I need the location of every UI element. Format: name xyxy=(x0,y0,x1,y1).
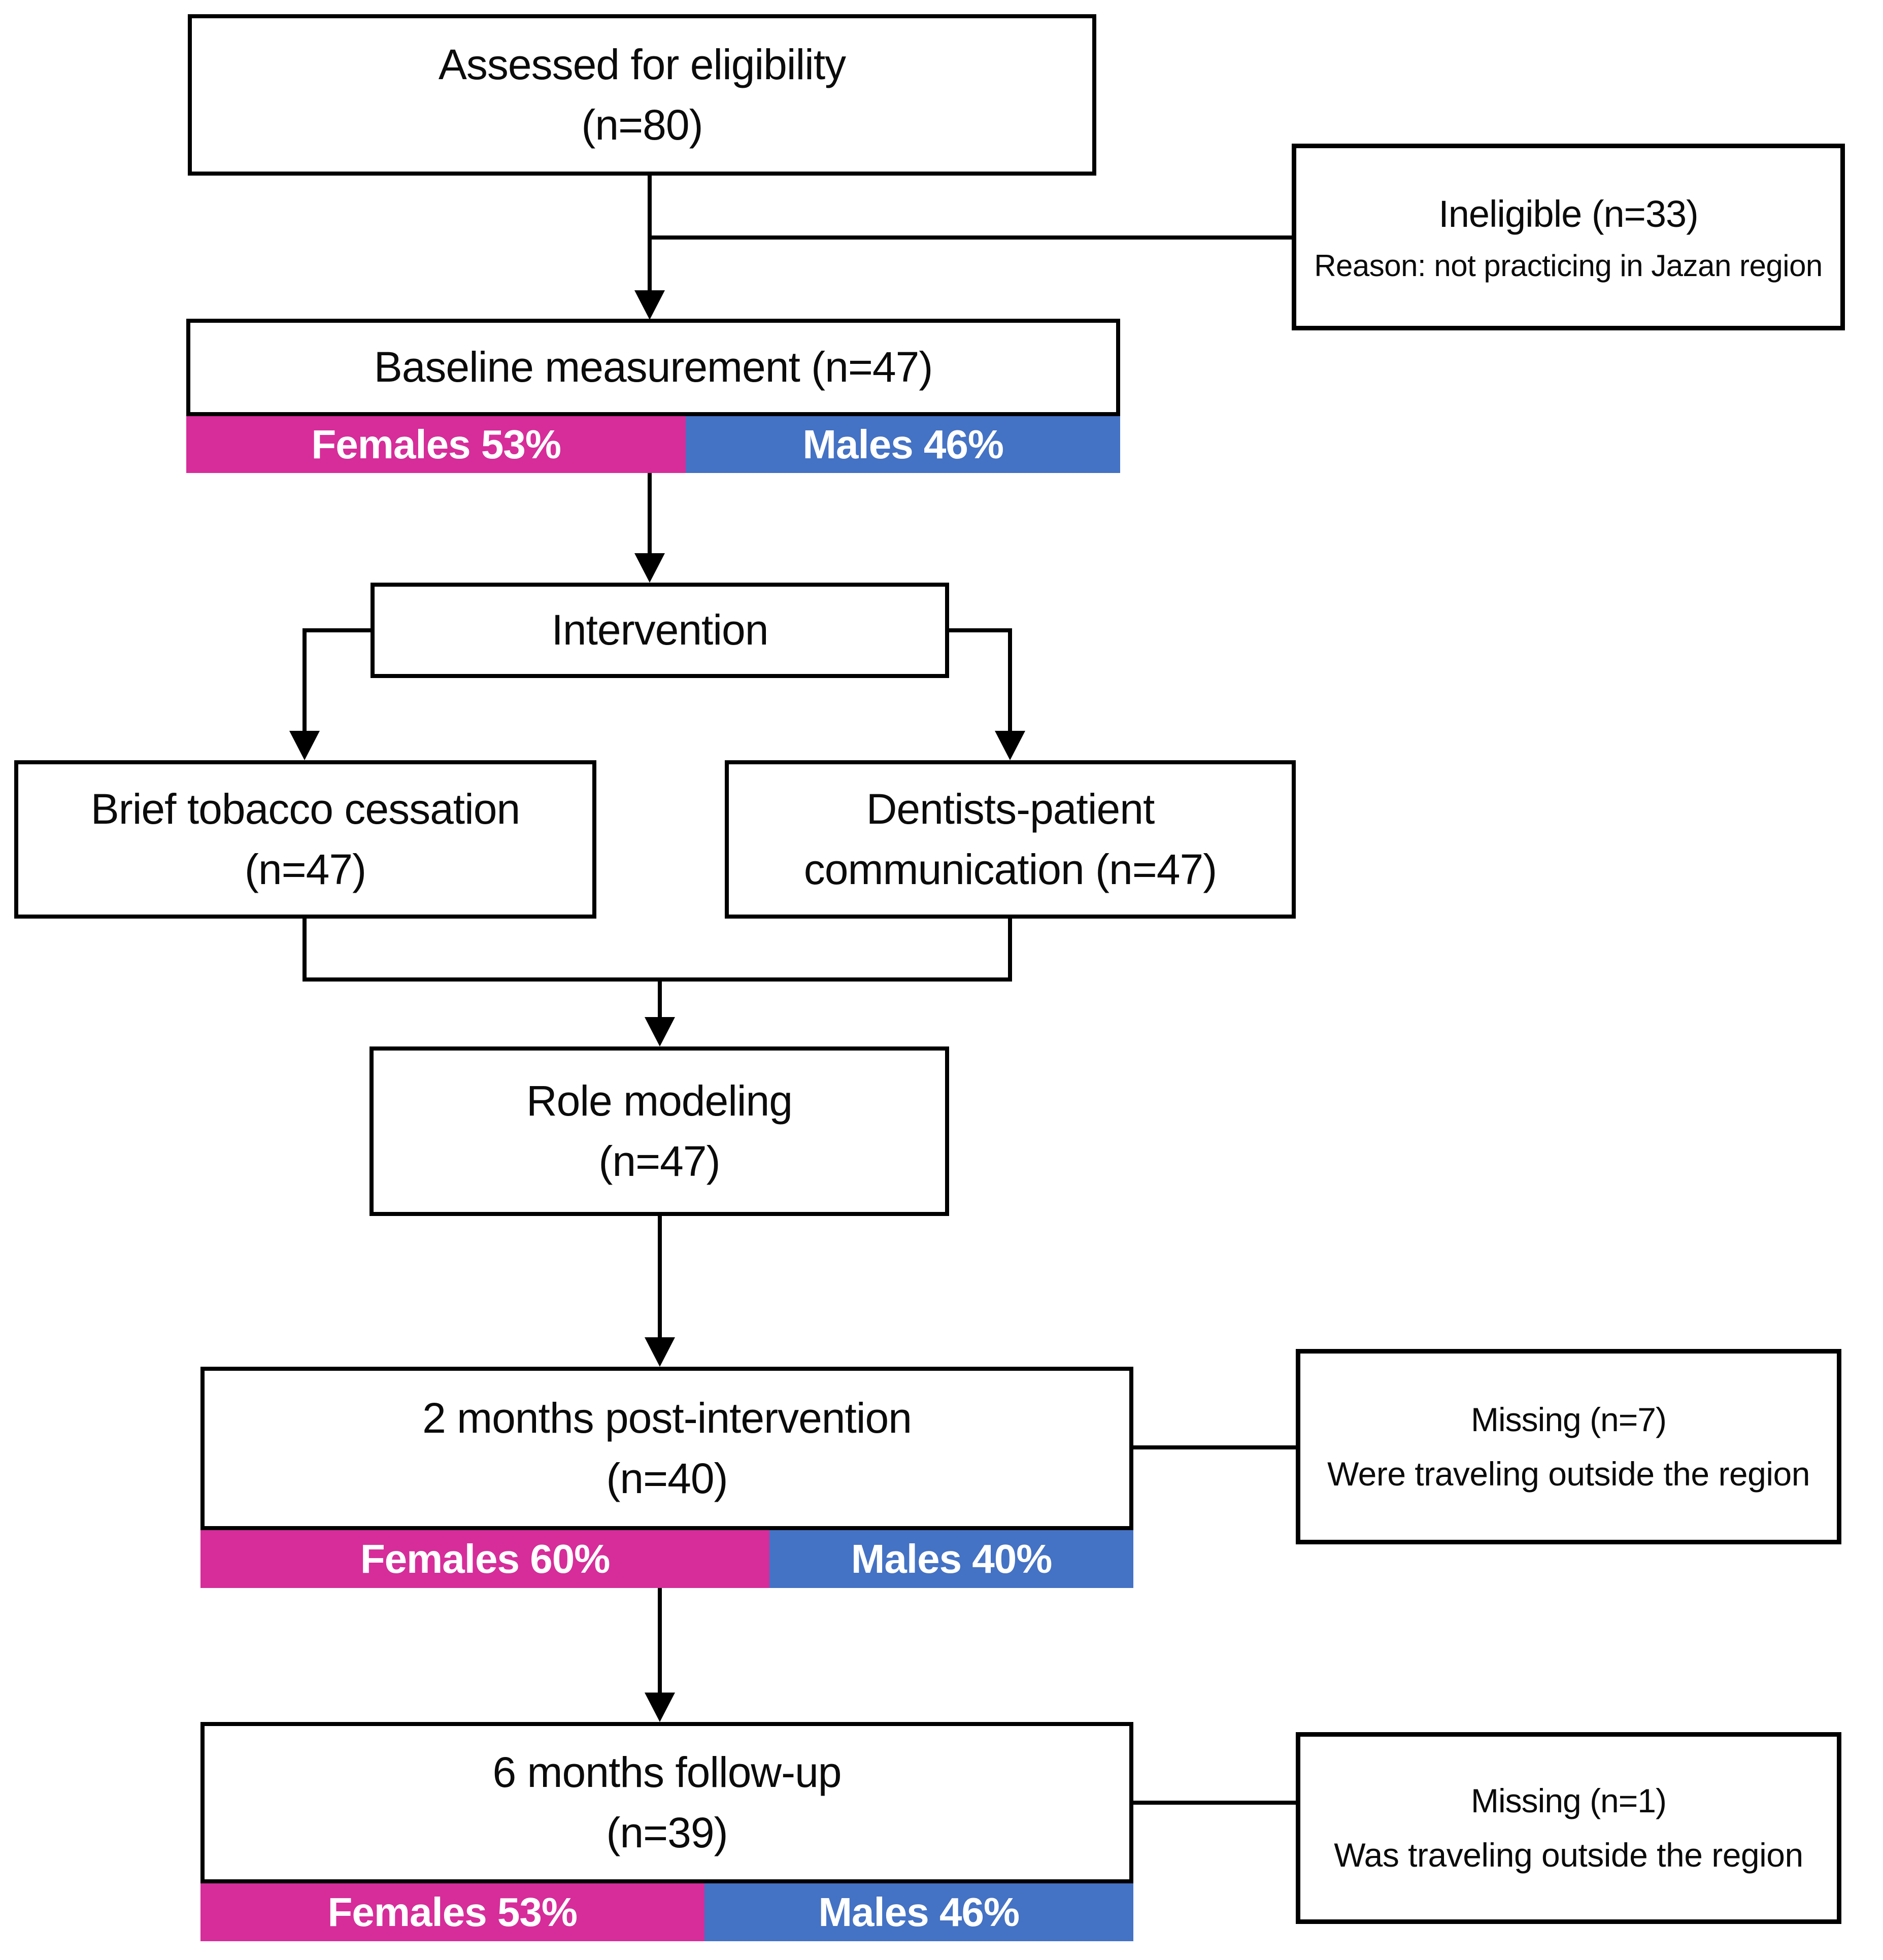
connector-brief-down xyxy=(302,917,307,982)
missing-n1-box: Missing (n=1) Was traveling outside the … xyxy=(1296,1732,1841,1924)
connector-role-to-2months xyxy=(658,1216,662,1338)
arrowhead-baseline xyxy=(634,290,665,320)
six-months-males-label: Males 46% xyxy=(818,1889,1020,1935)
intervention-box: Intervention xyxy=(371,583,949,678)
missing1-title: Missing (n=1) xyxy=(1471,1782,1667,1820)
six-months-males-bar: Males 46% xyxy=(704,1883,1133,1941)
two-months-females-bar: Females 60% xyxy=(200,1530,770,1588)
two-months-males-label: Males 40% xyxy=(851,1536,1053,1581)
baseline-males-bar: Males 46% xyxy=(686,416,1120,473)
arrowhead-intervention xyxy=(634,553,665,583)
two-months-n: (n=40) xyxy=(606,1455,728,1502)
role-n: (n=47) xyxy=(598,1137,720,1185)
missing7-reason: Were traveling outside the region xyxy=(1327,1455,1810,1493)
six-months-n: (n=39) xyxy=(606,1809,728,1856)
connector-2months-to-6months xyxy=(658,1588,662,1694)
connector-intervention-right-h xyxy=(947,628,1012,632)
ineligible-title: Ineligible (n=33) xyxy=(1438,192,1699,235)
connector-assessed-to-baseline xyxy=(648,176,652,292)
assessed-n: (n=80) xyxy=(581,101,703,149)
connector-merge-h xyxy=(302,977,1012,982)
brief-title: Brief tobacco cessation xyxy=(90,785,520,833)
dentists-patient-communication-box: Dentists-patient communication (n=47) xyxy=(725,760,1296,919)
connector-to-ineligible xyxy=(651,235,1292,240)
connector-baseline-to-intervention xyxy=(648,473,652,554)
baseline-males-label: Males 46% xyxy=(802,422,1004,467)
role-modeling-box: Role modeling (n=47) xyxy=(369,1046,949,1216)
two-months-post-intervention-box: 2 months post-intervention (n=40) xyxy=(200,1367,1133,1530)
dentists-n: communication (n=47) xyxy=(803,846,1217,893)
six-months-females-label: Females 53% xyxy=(327,1889,578,1935)
baseline-females-label: Females 53% xyxy=(311,422,561,467)
missing-n7-box: Missing (n=7) Were traveling outside the… xyxy=(1296,1349,1841,1544)
arrowhead-6months xyxy=(645,1693,675,1722)
connector-intervention-left-v xyxy=(302,628,307,733)
six-months-gender-bars: Females 53% Males 46% xyxy=(200,1883,1133,1941)
assessed-for-eligibility-box: Assessed for eligibility (n=80) xyxy=(188,14,1096,176)
baseline-gender-bars: Females 53% Males 46% xyxy=(186,416,1120,473)
arrowhead-brief xyxy=(289,731,320,760)
ineligible-reason: Reason: not practicing in Jazan region xyxy=(1314,249,1823,283)
two-months-females-label: Females 60% xyxy=(360,1536,611,1581)
two-months-gender-bars: Females 60% Males 40% xyxy=(200,1530,1133,1588)
connector-intervention-right-v xyxy=(1008,628,1012,733)
arrowhead-role xyxy=(645,1017,675,1046)
two-months-title: 2 months post-intervention xyxy=(422,1394,912,1442)
brief-n: (n=47) xyxy=(244,846,366,893)
baseline-title: Baseline measurement (n=47) xyxy=(374,343,933,391)
dentists-title: Dentists-patient xyxy=(866,785,1155,833)
six-months-follow-up-box: 6 months follow-up (n=39) xyxy=(200,1722,1133,1883)
baseline-females-bar: Females 53% xyxy=(186,416,686,473)
role-title: Role modeling xyxy=(526,1076,793,1125)
brief-tobacco-cessation-box: Brief tobacco cessation (n=47) xyxy=(14,760,596,919)
connector-merge-to-role xyxy=(658,977,662,1018)
intervention-label: Intervention xyxy=(551,606,769,654)
connector-to-missing1 xyxy=(1132,1801,1296,1805)
connector-dentists-down xyxy=(1008,917,1012,982)
ineligible-box: Ineligible (n=33) Reason: not practicing… xyxy=(1292,144,1845,330)
missing1-reason: Was traveling outside the region xyxy=(1334,1836,1803,1874)
connector-intervention-left-h xyxy=(305,628,373,632)
assessed-title: Assessed for eligibility xyxy=(438,40,846,88)
two-months-males-bar: Males 40% xyxy=(769,1530,1133,1588)
missing7-title: Missing (n=7) xyxy=(1471,1400,1667,1438)
baseline-measurement-box: Baseline measurement (n=47) xyxy=(186,319,1120,416)
six-months-title: 6 months follow-up xyxy=(492,1748,842,1796)
connector-to-missing7 xyxy=(1132,1445,1296,1449)
arrowhead-2months xyxy=(645,1337,675,1367)
six-months-females-bar: Females 53% xyxy=(200,1883,704,1941)
arrowhead-dentists xyxy=(995,731,1025,760)
